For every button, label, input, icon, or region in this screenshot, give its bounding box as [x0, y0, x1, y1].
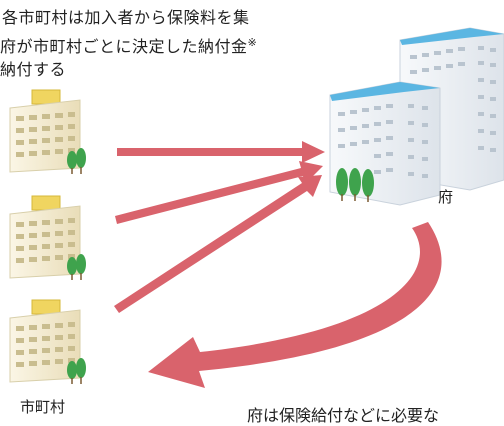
municipality-building-2: [9, 195, 87, 281]
prefecture-label: 府: [438, 188, 454, 206]
description-line-1: 各市町村は加入者から保険料を集: [2, 8, 250, 27]
arrow-muni1-to-pref: [117, 141, 325, 163]
description-line-2: 府が市町村ごとに決定した納付金※: [0, 33, 257, 57]
note-mark: ※: [247, 36, 258, 49]
flow-diagram: [9, 27, 504, 388]
municipality-building-1: [9, 89, 87, 175]
description-line-3: 納付する: [0, 60, 67, 79]
municipality-building-3: [9, 299, 87, 385]
arrow-muni3-to-pref: [114, 175, 322, 313]
payment-arrows: [114, 141, 325, 313]
curved-return-arrow: [148, 222, 442, 388]
municipality-label: 市町村: [20, 398, 66, 416]
bottom-note: 府は保険給付などに必要な: [247, 406, 440, 425]
arrow-muni2-to-pref: [115, 161, 323, 224]
description-line-2-text: 府が市町村ごとに決定した納付金: [0, 37, 248, 56]
prefecture-building: [329, 27, 504, 206]
